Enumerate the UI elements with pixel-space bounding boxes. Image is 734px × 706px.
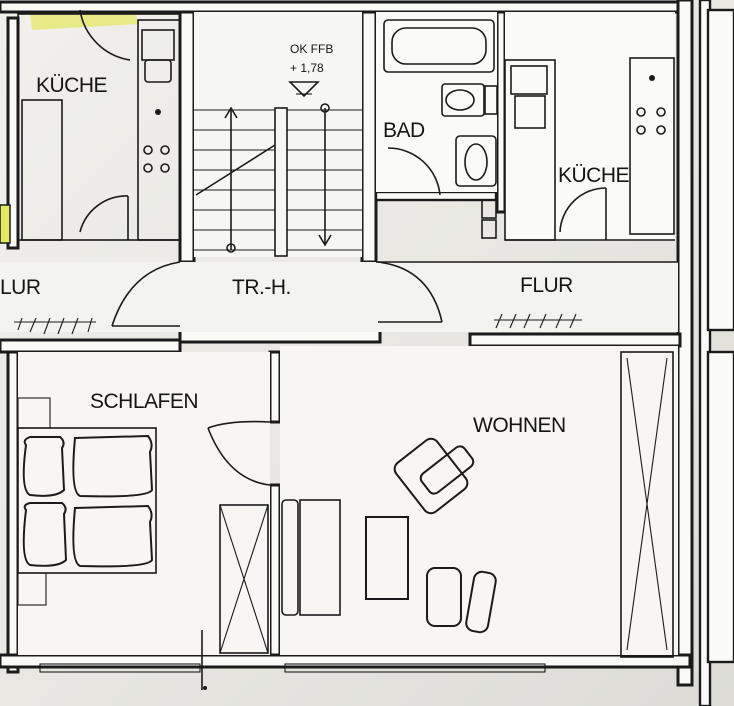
yellow-box — [0, 204, 11, 244]
room-labels: KÜCHE LUR OK FFB + 1,78 TR.-H. BAD KÜCHE… — [0, 42, 630, 437]
label-kueche-right: KÜCHE — [558, 164, 630, 187]
label-wohnen: WOHNEN — [473, 414, 566, 437]
label-level-1: OK FFB — [290, 42, 333, 56]
label-bad: BAD — [383, 119, 425, 142]
highlighter-mark — [30, 10, 138, 30]
label-flur-left: LUR — [0, 276, 41, 299]
label-flur-right: FLUR — [520, 274, 573, 297]
bathroom — [376, 12, 498, 239]
label-stairwell: TR.-H. — [232, 276, 291, 299]
living-room — [280, 346, 678, 658]
kitchen-right — [504, 12, 675, 241]
label-level-2: + 1,78 — [290, 61, 324, 75]
bedroom — [17, 351, 298, 690]
kitchen-left — [0, 9, 181, 244]
label-schlafen: SCHLAFEN — [90, 390, 198, 413]
hallway — [0, 261, 678, 415]
stairwell — [194, 12, 362, 257]
label-kueche-left: KÜCHE — [36, 74, 108, 97]
sink-drain — [155, 109, 161, 115]
